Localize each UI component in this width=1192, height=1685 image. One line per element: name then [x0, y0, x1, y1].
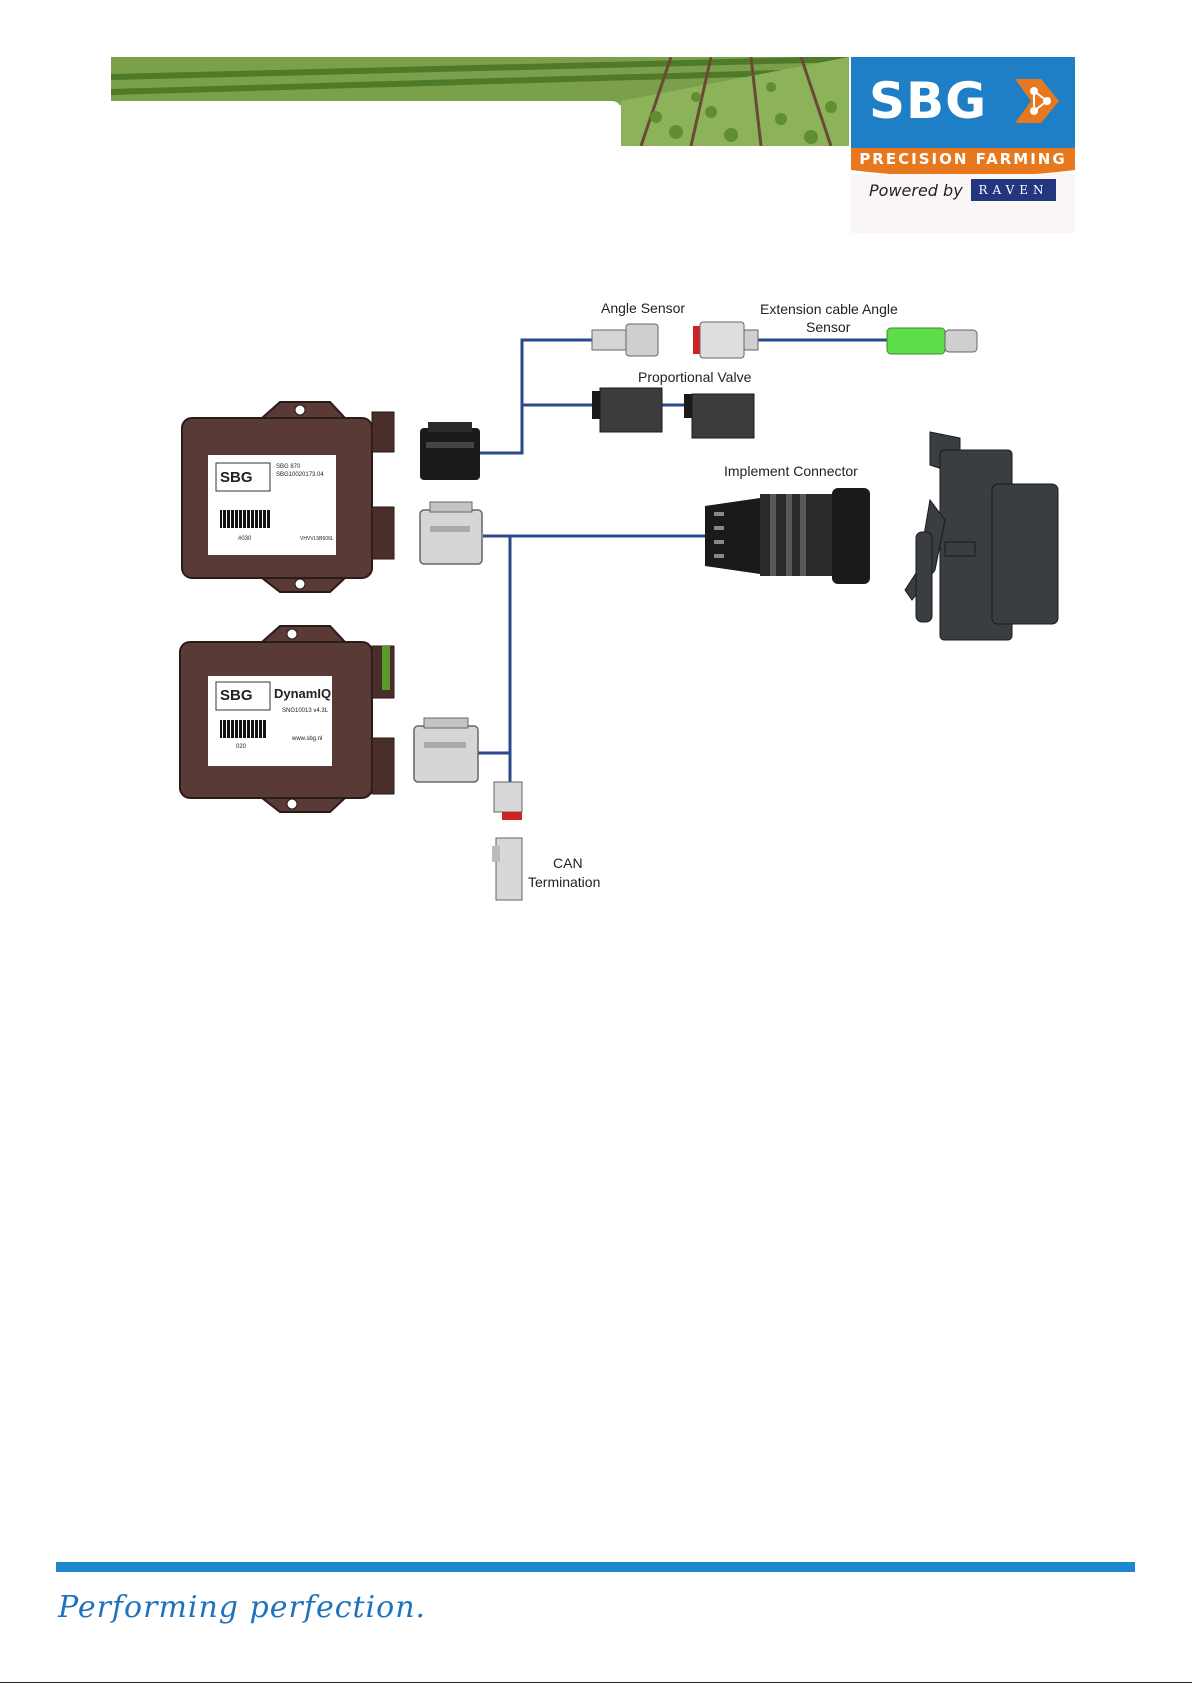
ecu-bottom-product: DynamIQ — [274, 686, 331, 701]
black-connector — [420, 422, 480, 480]
label-can-line2: Termination — [528, 874, 600, 890]
can-termination-connector — [492, 782, 522, 900]
label-extension-cable-line2: Sensor — [806, 319, 851, 335]
ecu-top-brand: SBG — [220, 469, 253, 486]
label-angle-sensor: Angle Sensor — [601, 300, 685, 316]
logo-brand-panel: SBG — [851, 57, 1075, 148]
implement-connector — [705, 488, 870, 584]
logo-raven-badge: RAVEN — [971, 179, 1056, 201]
label-proportional-valve: Proportional Valve — [638, 369, 752, 385]
ecu-top-model: SBG 870 — [276, 464, 301, 470]
label-can-line1: CAN — [553, 855, 583, 871]
label-extension-cable-line1: Extension cable Angle — [760, 301, 898, 317]
grey-connector-top — [420, 502, 482, 564]
header-banner-image — [111, 57, 849, 146]
wiring-diagram: SBG SBG 870 SBG10020173.04 #030 VHVVL5B6… — [0, 270, 1192, 920]
ecu-bottom-barcode-number: 020 — [236, 744, 247, 750]
tractor-socket — [905, 432, 1058, 640]
footer-tagline: Performing perfection. — [58, 1590, 426, 1625]
proportional-valve-connector — [592, 388, 754, 438]
ecu-top-barcode-number: #030 — [238, 536, 252, 542]
grey-connector-bottom — [414, 718, 478, 782]
ecu-top-serial: SBG10020173.04 — [276, 472, 324, 478]
ecu-bottom-brand: SBG — [220, 687, 253, 704]
logo-brand-text: SBG — [869, 73, 987, 129]
angle-sensor-connector — [592, 324, 658, 356]
logo-powered-by: Powered by — [869, 181, 963, 200]
ecu-top — [182, 402, 394, 592]
ecu-bottom — [180, 626, 394, 812]
page-bottom-line — [0, 1682, 1192, 1683]
ecu-bottom-serial: SNG10013 v4.3L — [282, 708, 329, 714]
label-implement-connector: Implement Connector — [724, 463, 858, 479]
logo-tagline: PRECISION FARMING — [851, 150, 1075, 168]
ecu-top-vehicle: VHVVL5B606L — [300, 536, 334, 542]
sbg-logo: SBG PRECISION FARMING Powered by RAVEN — [851, 57, 1075, 239]
ecu-bottom-website: www.sbg.nl — [291, 736, 322, 742]
footer-bar — [56, 1562, 1135, 1572]
logo-arrow-icon — [1011, 75, 1063, 127]
